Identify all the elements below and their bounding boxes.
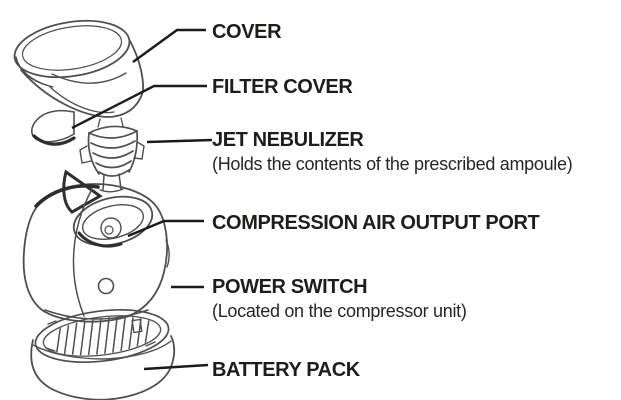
cover-illustration bbox=[13, 19, 144, 118]
battery-pack-illustration bbox=[30, 309, 176, 400]
label-jet-nebulizer: JET NEBULIZER (Holds the contents of the… bbox=[212, 129, 573, 174]
label-battery-pack-title: BATTERY PACK bbox=[212, 359, 360, 381]
power-switch-button bbox=[97, 277, 115, 295]
label-cover: COVER bbox=[212, 21, 282, 43]
cover-leader-line bbox=[132, 28, 206, 63]
label-power-switch-subtitle: (Located on the compressor unit) bbox=[212, 301, 467, 321]
label-compression-air-output-port-title: COMPRESSION AIR OUTPUT PORT bbox=[212, 212, 540, 234]
compressor-body-illustration bbox=[22, 169, 170, 323]
label-compression-air-output-port: COMPRESSION AIR OUTPUT PORT bbox=[212, 212, 540, 234]
label-battery-pack: BATTERY PACK bbox=[212, 359, 360, 381]
label-filter-cover: FILTER COVER bbox=[212, 76, 353, 98]
jet-nebulizer-illustration bbox=[79, 117, 145, 193]
label-jet-nebulizer-subtitle: (Holds the contents of the prescribed am… bbox=[212, 154, 573, 174]
label-filter-cover-title: FILTER COVER bbox=[212, 76, 353, 98]
leader-lines bbox=[71, 28, 213, 371]
filter-cover-illustration bbox=[31, 109, 76, 146]
label-power-switch: POWER SWITCH (Located on the compressor … bbox=[212, 276, 467, 321]
filter-cover-leader-line bbox=[71, 84, 207, 130]
label-power-switch-title: POWER SWITCH bbox=[212, 276, 368, 298]
battery-pack-leader-line bbox=[143, 363, 209, 371]
label-cover-title: COVER bbox=[212, 21, 282, 43]
compression-port-leader-line bbox=[127, 219, 204, 238]
jet-nebulizer-leader-line bbox=[146, 138, 213, 144]
label-jet-nebulizer-title: JET NEBULIZER bbox=[212, 129, 364, 151]
